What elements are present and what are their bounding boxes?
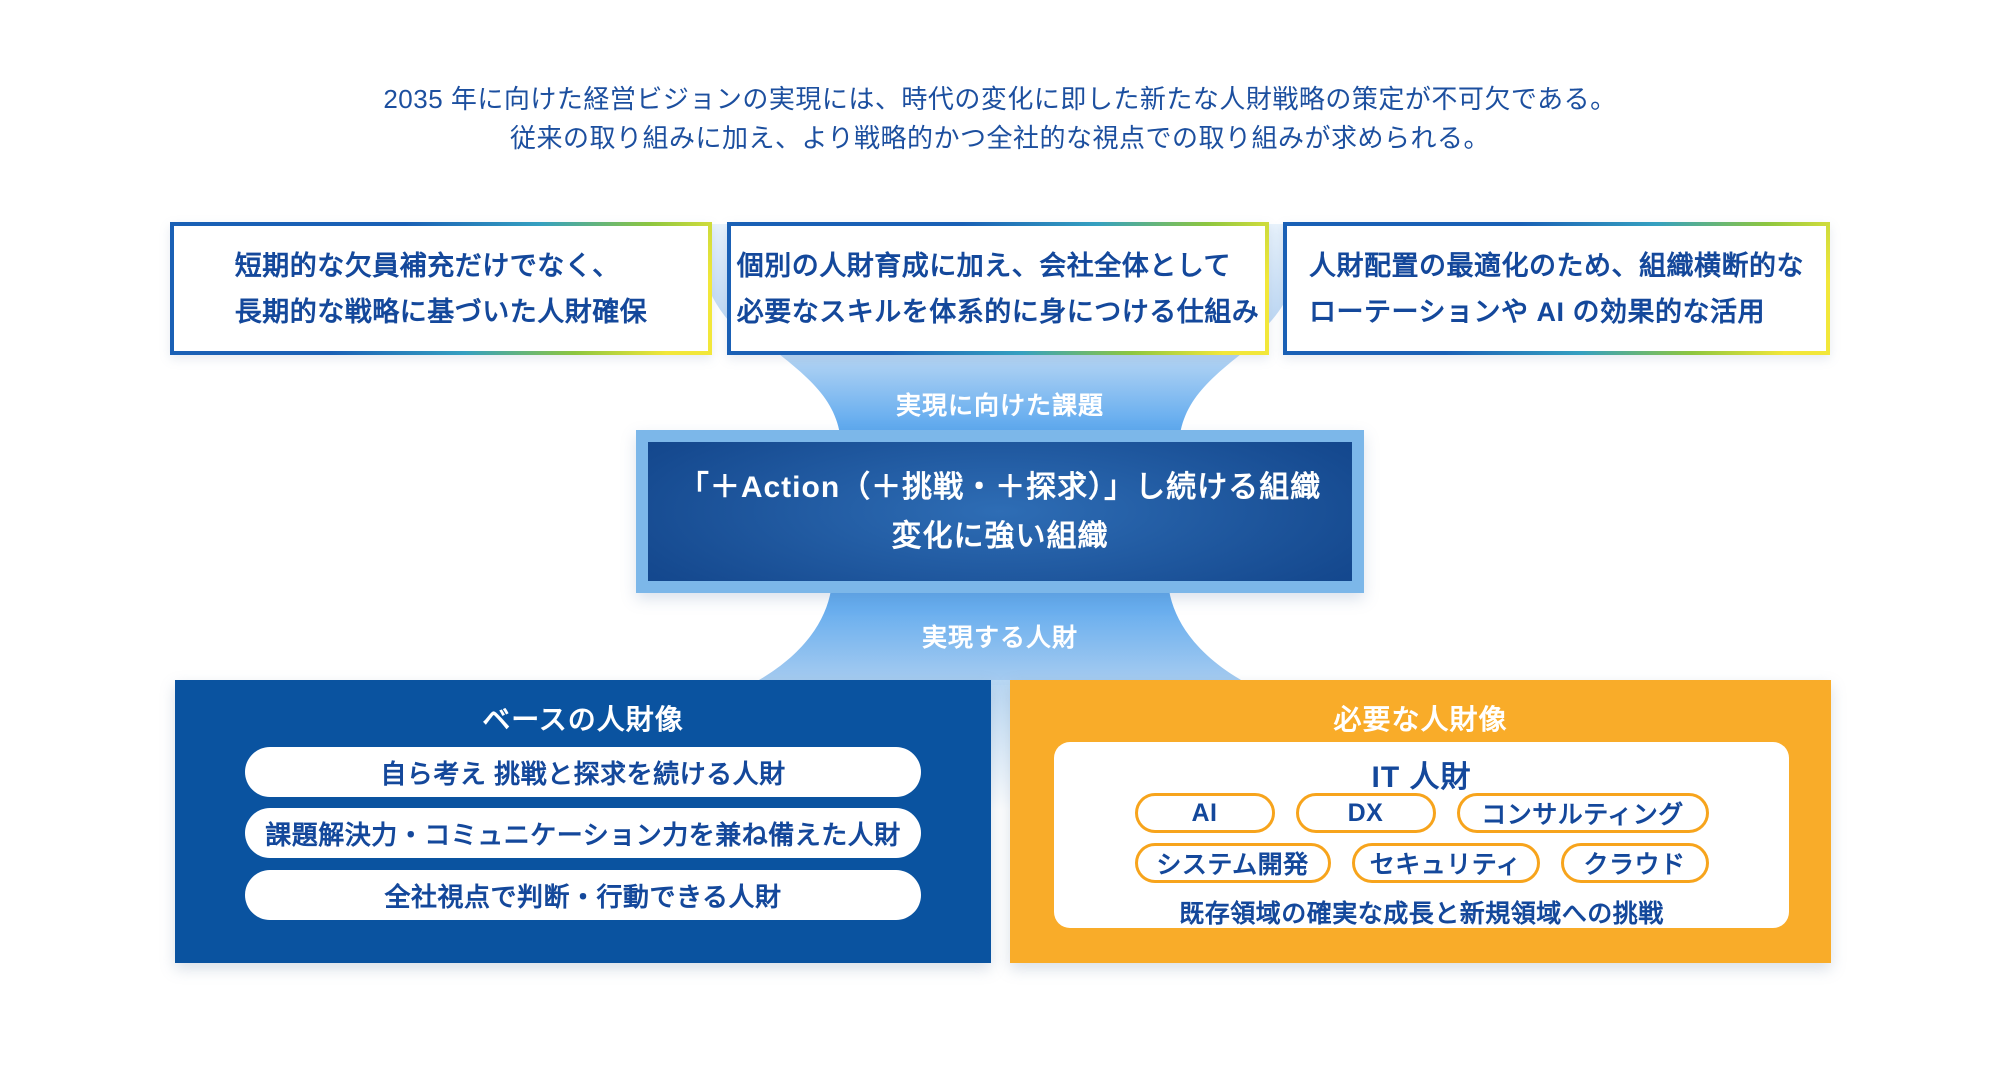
base-talent-pill-1: 自ら考え 挑戦と探求を続ける人財: [245, 747, 921, 797]
challenge-recruitment-line-1: 短期的な欠員補充だけでなく、: [234, 250, 620, 281]
required-talent-panel: 必要な人財像 IT 人財 AI DX コンサルティング システム開発 セキュリテ…: [1010, 680, 1831, 963]
it-skill-row-2: システム開発 セキュリティ クラウド: [1054, 843, 1789, 883]
challenge-box-recruitment-text: 短期的な欠員補充だけでなく、 長期的な戦略に基づいた人財確保: [235, 243, 648, 335]
it-skill-row-1: AI DX コンサルティング: [1054, 793, 1789, 833]
intro-line-1: 2035 年に向けた経営ビジョンの実現には、時代の変化に即した新たな人財戦略の策…: [383, 84, 1617, 114]
it-talent-card-note: 既存領域の確実な成長と新規領域への挑戦: [1179, 900, 1664, 928]
challenge-development-line-2: 必要なスキルを体系的に身につける仕組み: [736, 296, 1260, 327]
it-talent-card-title: IT 人財: [1371, 761, 1472, 794]
challenge-box-development-text: 個別の人財育成に加え、会社全体として 必要なスキルを体系的に身につける仕組み: [737, 243, 1260, 335]
skill-pill-security: セキュリティ: [1351, 843, 1540, 883]
skill-pill-dx: DX: [1295, 793, 1436, 833]
intro-text: 2035 年に向けた経営ビジョンの実現には、時代の変化に即した新たな人財戦略の策…: [0, 80, 2000, 158]
funnel-top-label: 実現に向けた課題: [895, 392, 1104, 420]
base-talent-pill-2: 課題解決力・コミュニケーション力を兼ね備えた人財: [245, 808, 921, 858]
skill-pill-system-development: システム開発: [1134, 843, 1331, 883]
challenge-box-recruitment: 短期的な欠員補充だけでなく、 長期的な戦略に基づいた人財確保: [170, 222, 712, 355]
target-organization-line-2: 変化に強い組織: [891, 519, 1109, 553]
base-talent-pill-3: 全社視点で判断・行動できる人財: [245, 870, 921, 920]
challenge-box-allocation: 人財配置の最適化のため、組織横断的な ローテーションや AI の効果的な活用: [1283, 222, 1830, 355]
skill-pill-ai: AI: [1134, 793, 1275, 833]
target-organization-inner: 「＋Action（＋挑戦・＋探求）」し続ける組織 変化に強い組織: [648, 442, 1352, 581]
required-talent-panel-title: 必要な人財像: [1333, 704, 1508, 735]
challenge-development-line-1: 個別の人財育成に加え、会社全体として: [736, 250, 1231, 281]
target-organization-box: 「＋Action（＋挑戦・＋探求）」し続ける組織 変化に強い組織: [636, 430, 1364, 593]
funnel-bottom-label: 実現する人財: [921, 624, 1078, 652]
challenge-box-development: 個別の人財育成に加え、会社全体として 必要なスキルを体系的に身につける仕組み: [727, 222, 1269, 355]
funnel-bottom-neck: [750, 590, 1250, 685]
skill-pill-cloud: クラウド: [1560, 843, 1709, 883]
it-talent-card: IT 人財 AI DX コンサルティング システム開発 セキュリティ クラウド …: [1054, 742, 1789, 928]
challenge-allocation-line-2: ローテーションや AI の効果的な活用: [1309, 296, 1765, 327]
funnel-top-neck: [779, 354, 1241, 434]
challenge-box-allocation-text: 人財配置の最適化のため、組織横断的な ローテーションや AI の効果的な活用: [1309, 243, 1804, 335]
base-talent-panel: ベースの人財像 自ら考え 挑戦と探求を続ける人財 課題解決力・コミュニケーション…: [175, 680, 991, 963]
skill-pill-consulting: コンサルティング: [1456, 793, 1709, 833]
target-organization-line-1: 「＋Action（＋挑戦・＋探求）」し続ける組織: [678, 470, 1322, 504]
challenge-recruitment-line-2: 長期的な戦略に基づいた人財確保: [234, 296, 648, 327]
challenge-allocation-line-1: 人財配置の最適化のため、組織横断的な: [1309, 250, 1804, 281]
intro-line-2: 従来の取り組みに加え、より戦略的かつ全社的な視点での取り組みが求められる。: [510, 123, 1490, 153]
funnel-gap-fade: [988, 680, 1012, 810]
base-talent-panel-title: ベースの人財像: [482, 704, 684, 735]
